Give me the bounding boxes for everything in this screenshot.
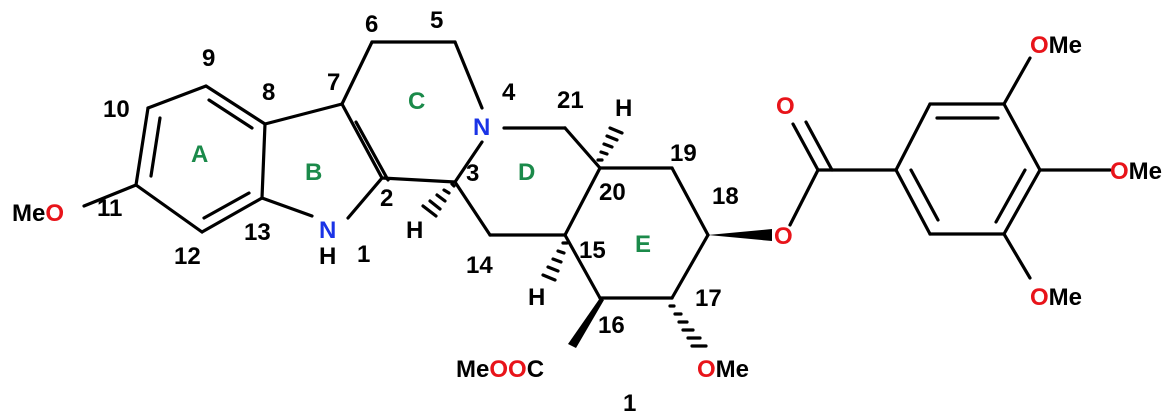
hashed-wedge — [421, 182, 456, 218]
bond — [202, 191, 251, 220]
bond — [134, 106, 150, 187]
oxygen-atom: O — [774, 223, 793, 250]
hydrogen-atom: H — [406, 217, 423, 244]
bond — [260, 196, 314, 218]
atom-number: 3 — [466, 160, 479, 187]
hashed-wedge — [541, 241, 569, 282]
atom-number: 8 — [262, 79, 275, 106]
atom-number: 19 — [670, 140, 697, 167]
bond — [1002, 56, 1032, 106]
stereo-bonds — [421, 126, 772, 348]
bond — [134, 183, 204, 234]
bond — [670, 233, 710, 300]
atom-number: 2 — [380, 185, 393, 212]
bond — [788, 168, 820, 227]
methoxy-group: MeO — [12, 200, 64, 227]
bond — [453, 180, 492, 237]
bond — [346, 176, 384, 220]
bond — [453, 140, 484, 184]
nitrogen-atom: N — [473, 114, 490, 141]
bond — [563, 126, 602, 170]
bold-wedge — [708, 229, 772, 241]
atom-numbers: 1 2 3 4 5 6 7 8 9 10 11 12 13 14 15 16 1… — [97, 7, 739, 339]
bond — [894, 168, 932, 236]
oxygen-atom: O — [776, 93, 795, 120]
ring-label-a: A — [191, 141, 208, 168]
bond — [909, 168, 940, 222]
atom-number: 7 — [327, 69, 340, 96]
bond — [200, 196, 264, 234]
bond — [149, 116, 162, 178]
atom-number: 6 — [365, 11, 378, 38]
ring-label-c: C — [408, 88, 425, 115]
bond — [563, 233, 602, 300]
atom-number: 20 — [599, 179, 626, 206]
bond — [563, 166, 602, 237]
bond — [207, 98, 254, 130]
ring-label-d: D — [518, 159, 535, 186]
methyl-ester-group: MeOOC — [456, 356, 544, 383]
bond — [260, 122, 267, 200]
atom-number: 16 — [598, 312, 625, 339]
bond — [146, 84, 208, 110]
atom-number: 11 — [97, 195, 122, 222]
atom-number: 1 — [357, 241, 370, 268]
bond — [804, 120, 834, 172]
bond — [1002, 232, 1032, 280]
bond — [204, 84, 267, 126]
bold-wedge — [568, 298, 604, 348]
hydrogen-atom: H — [528, 284, 545, 311]
bond — [894, 102, 932, 172]
atom-number: 9 — [202, 45, 215, 72]
bond — [340, 102, 384, 180]
bond — [1002, 102, 1042, 172]
ring-label-e: E — [635, 231, 651, 258]
bond-lines — [82, 40, 1112, 300]
hashed-wedge — [668, 304, 708, 348]
bond — [453, 40, 484, 110]
bond — [1002, 168, 1042, 236]
atom-number: 12 — [174, 243, 201, 270]
compound-number: 1 — [623, 390, 636, 417]
atom-number: 15 — [579, 237, 606, 264]
ring-label-b: B — [305, 159, 322, 186]
hydrogen-atom: H — [319, 243, 336, 270]
atom-number: 5 — [430, 7, 443, 34]
bond — [263, 102, 344, 126]
methoxy-group: OMe — [1030, 32, 1082, 59]
atom-number: 4 — [502, 79, 516, 106]
methoxy-group: OMe — [1030, 284, 1082, 311]
atom-labels: N H N H H H MeO MeOOC OMe O O OMe OMe OM… — [12, 32, 1162, 383]
methoxy-group: OMe — [697, 356, 749, 383]
nitrogen-atom: N — [319, 217, 336, 244]
bond — [340, 40, 374, 106]
atom-number: 17 — [695, 285, 722, 312]
bond — [994, 168, 1027, 224]
bond — [354, 120, 390, 182]
bond — [380, 176, 457, 184]
hashed-wedge — [596, 126, 624, 162]
atom-number: 18 — [712, 183, 739, 210]
hydrogen-atom: H — [615, 95, 632, 122]
ring-labels: A B C D E — [191, 88, 651, 258]
bond — [791, 122, 820, 172]
atom-number: 14 — [466, 252, 493, 279]
methoxy-group: OMe — [1110, 158, 1162, 185]
bond — [670, 166, 710, 237]
atom-number: 13 — [244, 219, 271, 246]
atom-number: 21 — [557, 87, 584, 114]
bond — [82, 183, 138, 208]
atom-number: 10 — [103, 96, 130, 123]
